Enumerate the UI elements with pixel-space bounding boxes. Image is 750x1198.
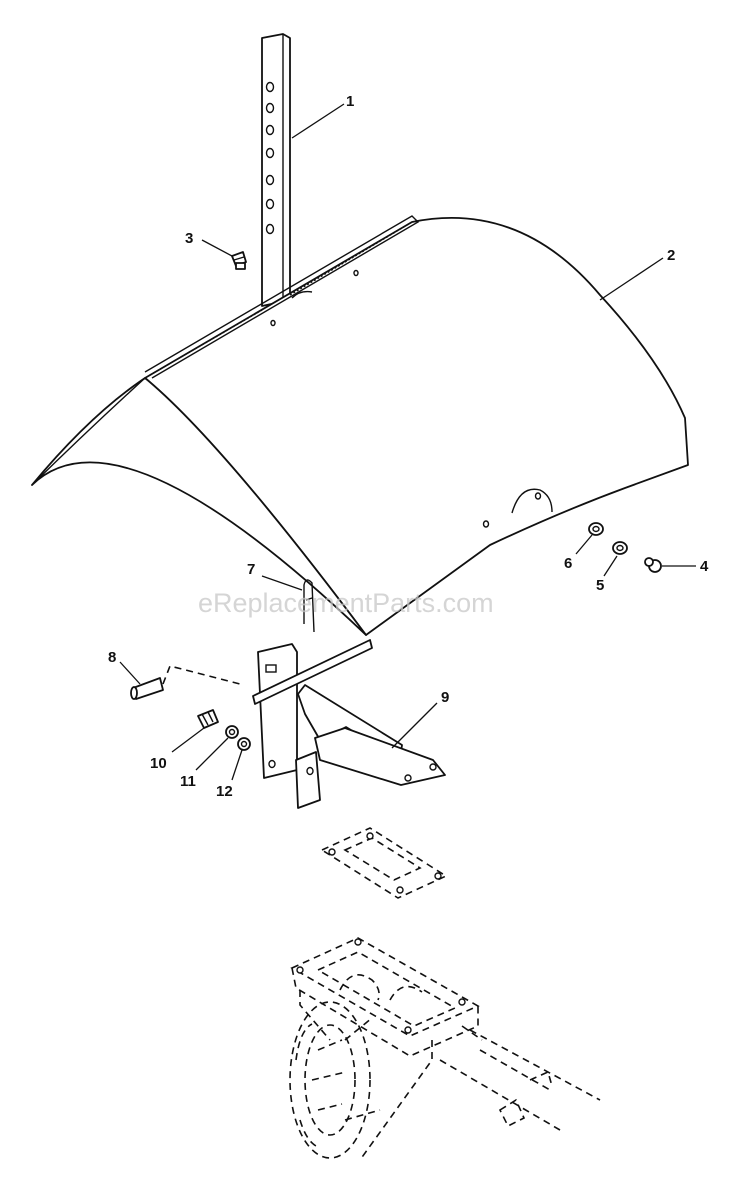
hitch-bracket — [252, 639, 446, 809]
callout-12: 12 — [216, 749, 243, 800]
callout-11: 11 — [180, 737, 229, 790]
hairpin-clip — [303, 579, 315, 633]
callout-label-10: 10 — [150, 755, 167, 772]
callout-label-1: 1 — [346, 93, 354, 110]
callout-5: 5 — [596, 555, 618, 594]
callout-label-12: 12 — [216, 783, 233, 800]
lock-washer-11 — [225, 725, 239, 739]
lock-washer-5 — [612, 541, 628, 555]
callout-label-7: 7 — [247, 561, 255, 578]
depth-bar-holes — [265, 81, 275, 235]
callout-label-9: 9 — [441, 689, 449, 706]
callout-1: 1 — [291, 93, 354, 139]
watermark: eReplacementParts.com — [198, 588, 494, 618]
callout-label-3: 3 — [185, 230, 193, 247]
depth-bar — [261, 33, 291, 307]
callout-10: 10 — [150, 727, 205, 772]
callout-6: 6 — [564, 534, 593, 572]
callout-label-11: 11 — [180, 773, 196, 790]
callout-3: 3 — [185, 230, 233, 257]
clevis-pin — [130, 665, 241, 700]
bolt-10 — [197, 709, 219, 729]
callout-4: 4 — [662, 558, 709, 575]
callout-7: 7 — [247, 561, 303, 591]
callout-label-4: 4 — [700, 558, 709, 575]
flat-washer-6 — [588, 522, 604, 536]
gasket-reference — [320, 827, 448, 899]
tine-shield — [31, 215, 689, 636]
callout-9: 9 — [391, 689, 449, 749]
bolt-3 — [231, 251, 247, 270]
callout-8: 8 — [108, 649, 141, 685]
callout-label-6: 6 — [564, 555, 572, 572]
flat-washer-12 — [237, 737, 251, 751]
bolt-4 — [644, 557, 662, 573]
callout-label-5: 5 — [596, 577, 604, 594]
transmission-housing-reference — [289, 937, 601, 1161]
callout-label-8: 8 — [108, 649, 116, 666]
callout-label-2: 2 — [667, 247, 675, 264]
callout-2: 2 — [599, 247, 675, 301]
